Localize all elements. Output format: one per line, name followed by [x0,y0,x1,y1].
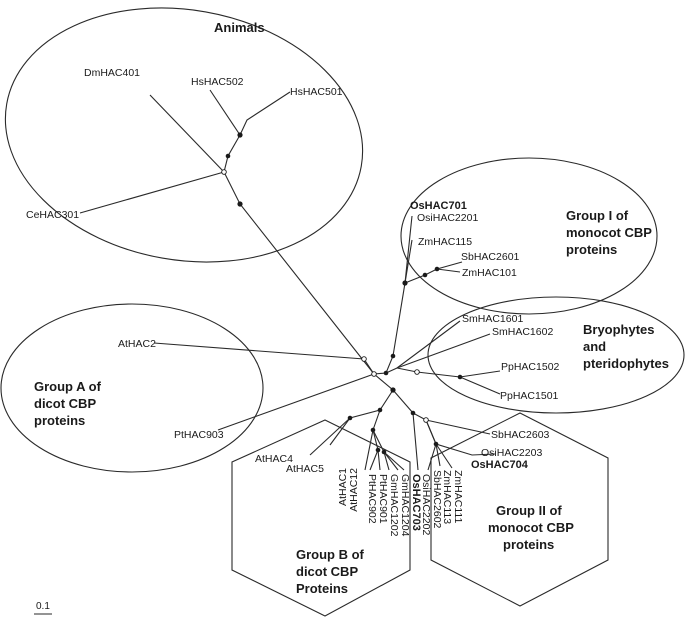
leaf-OsHAC701: OsHAC701 [410,200,467,212]
leaf-OsiHAC2202: OsiHAC2202 [420,474,432,535]
leaf-SbHAC2603: SbHAC2603 [491,429,550,441]
leaf-ZmHAC101: ZmHAC101 [462,267,517,279]
leaf-OsHAC703: OsHAC703 [410,474,422,531]
scale-bar-label: 0.1 [36,601,50,612]
leaf-AtHAC12: AtHAC12 [348,468,360,512]
leaf-SbHAC2601: SbHAC2601 [461,251,520,263]
leaf-AtHAC1: AtHAC1 [337,468,349,506]
group-label-monocot-ii: Group II of monocot CBP proteins [488,503,577,552]
leaf-ZmHAC111: ZmHAC111 [452,470,464,523]
leaf-labels: DmHAC401 HsHAC502 HsHAC501 CeHAC301 OsHA… [26,67,560,475]
scale-bar: 0.1 [34,601,52,615]
leaf-DmHAC401: DmHAC401 [84,67,140,79]
node-markers [221,132,463,455]
leaf-CeHAC301: CeHAC301 [26,209,79,221]
bryophytes-group-outline [427,296,685,414]
dicot-group-b-outline [231,419,411,617]
leaf-PtHAC901: PtHAC901 [377,474,389,524]
leaf-GmHAC1204: GmHAC1204 [399,474,411,537]
group-label-bryophytes: Bryophytes and pteridophytes [583,322,669,371]
leaf-GmHAC1202: GmHAC1202 [388,474,400,537]
leaf-PtHAC903: PtHAC903 [174,429,224,441]
tree-branches [79,89,501,471]
group-label-dicot-b: Group B of dicot CBP Proteins [296,547,368,596]
leaf-SmHAC1602: SmHAC1602 [492,326,553,338]
dicot-group-a-outline [0,303,264,473]
leaf-OsiHAC2201: OsiHAC2201 [417,212,478,224]
leaf-PpHAC1501: PpHAC1501 [500,390,559,402]
leaf-AtHAC5: AtHAC5 [286,463,324,475]
leaf-SbHAC2602: SbHAC2602 [431,470,443,529]
leaf-HsHAC501: HsHAC501 [290,86,343,98]
group-label-monocot-i: Group I of monocot CBP proteins [566,208,655,257]
leaf-SmHAC1601: SmHAC1601 [462,313,523,325]
leaf-AtHAC4: AtHAC4 [255,453,293,465]
leaf-PtHAC902: PtHAC902 [366,474,378,524]
branch-animals-trunk [223,171,375,375]
group-label-animals: Animals [214,20,265,35]
monocot-group-i-outline [400,157,658,315]
leaf-ZmHAC113: ZmHAC113 [441,470,453,524]
group-label-dicot-a: Group A of dicot CBP proteins [34,379,105,428]
leaf-HsHAC502: HsHAC502 [191,76,244,88]
monocot-group-ii-outline [430,412,609,607]
leaf-ZmHAC115: ZmHAC115 [418,236,472,248]
leaf-OsHAC704: OsHAC704 [471,459,529,471]
leaf-OsiHAC2203: OsiHAC2203 [481,447,542,459]
leaf-PpHAC1502: PpHAC1502 [501,361,560,373]
leaf-labels-rotated: AtHAC12 AtHAC1 PtHAC902 PtHAC901 GmHAC12… [337,468,464,537]
leaf-AtHAC2: AtHAC2 [118,338,156,350]
animals-group-outline [4,7,364,263]
